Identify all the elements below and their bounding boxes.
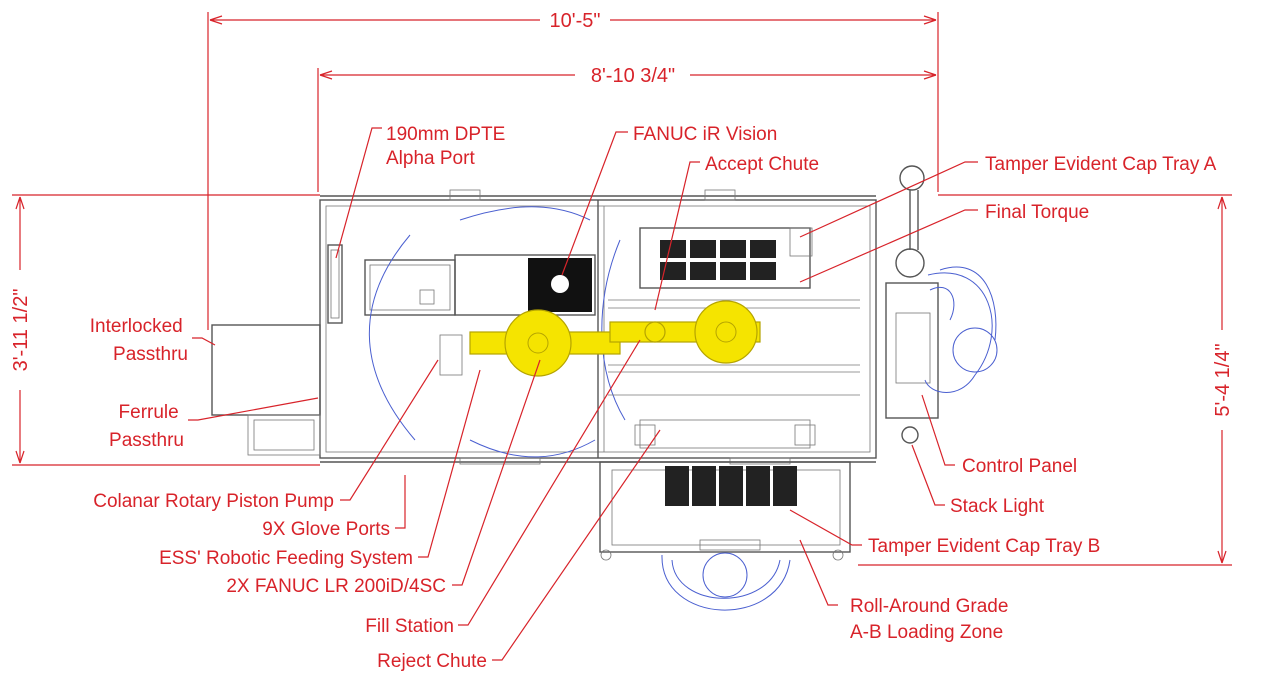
ir-vision-label: FANUC iR Vision	[633, 124, 777, 145]
dimension-overall-depth: 5'-4 1/4"	[858, 194, 1234, 566]
robot-left	[469, 309, 621, 377]
reject-chute-label: Reject Chute	[377, 651, 487, 672]
final-torque-label: Final Torque	[985, 202, 1089, 223]
accept-chute-label: Accept Chute	[705, 154, 819, 175]
stack-light-label: Stack Light	[950, 496, 1045, 517]
dimension-overall-length: 10'-5"	[207, 10, 939, 330]
enclosure-length-label: 8'-10 3/4"	[591, 65, 675, 87]
dimension-enclosure-depth: 3'-11 1/2"	[10, 194, 320, 466]
robots-label: 2X FANUC LR 200iD/4SC	[226, 576, 446, 597]
control-panel-equipment	[885, 165, 939, 444]
loading-zone-line1: Roll-Around Grade	[850, 596, 1008, 617]
interlocked-passthru-label: Interlocked Passthru	[90, 316, 188, 365]
process-deck	[364, 254, 596, 376]
cap-tray-a	[639, 227, 813, 289]
leader-lines	[188, 127, 978, 661]
feeding-system-label: ESS' Robotic Feeding System	[159, 548, 413, 569]
rotary-pump-label: Colanar Rotary Piston Pump	[93, 491, 334, 512]
dpte-port-label: 190mm DPTE Alpha Port	[386, 124, 511, 169]
enclosure-depth-label: 3'-11 1/2"	[10, 289, 32, 372]
ferrule-passthru-line1: Ferrule	[119, 402, 179, 423]
interlocked-passthru-line2: Passthru	[113, 344, 188, 365]
dpte-alpha-port	[327, 244, 343, 324]
overall-depth-label: 5'-4 1/4"	[1212, 343, 1234, 416]
fill-station-label: Fill Station	[365, 616, 454, 637]
ferrule-passthru-line2: Passthru	[109, 430, 184, 451]
robot-right	[609, 300, 761, 364]
operator-right	[924, 266, 998, 393]
operator-bottom	[661, 552, 791, 611]
cap-tray-a-label: Tamper Evident Cap Tray A	[985, 154, 1217, 175]
loading-zone-label: Roll-Around Grade A-B Loading Zone	[850, 596, 1014, 643]
glove-ports-label: 9X Glove Ports	[262, 519, 390, 540]
interlocked-passthru-box	[211, 324, 321, 456]
control-panel-label: Control Panel	[962, 456, 1077, 477]
dimension-enclosure-length: 8'-10 3/4"	[317, 65, 937, 192]
interlocked-passthru-line1: Interlocked	[90, 316, 183, 337]
cap-tray-b-label: Tamper Evident Cap Tray B	[868, 536, 1100, 557]
overall-length-label: 10'-5"	[550, 10, 601, 32]
loading-zone-line2: A-B Loading Zone	[850, 622, 1003, 643]
isolator-enclosure	[319, 189, 877, 465]
cap-tray-b	[599, 461, 851, 561]
dpte-port-label-line1: 190mm DPTE	[386, 124, 505, 145]
dpte-port-label-line2: Alpha Port	[386, 148, 475, 169]
ferrule-passthru-label: Ferrule Passthru	[109, 402, 184, 451]
